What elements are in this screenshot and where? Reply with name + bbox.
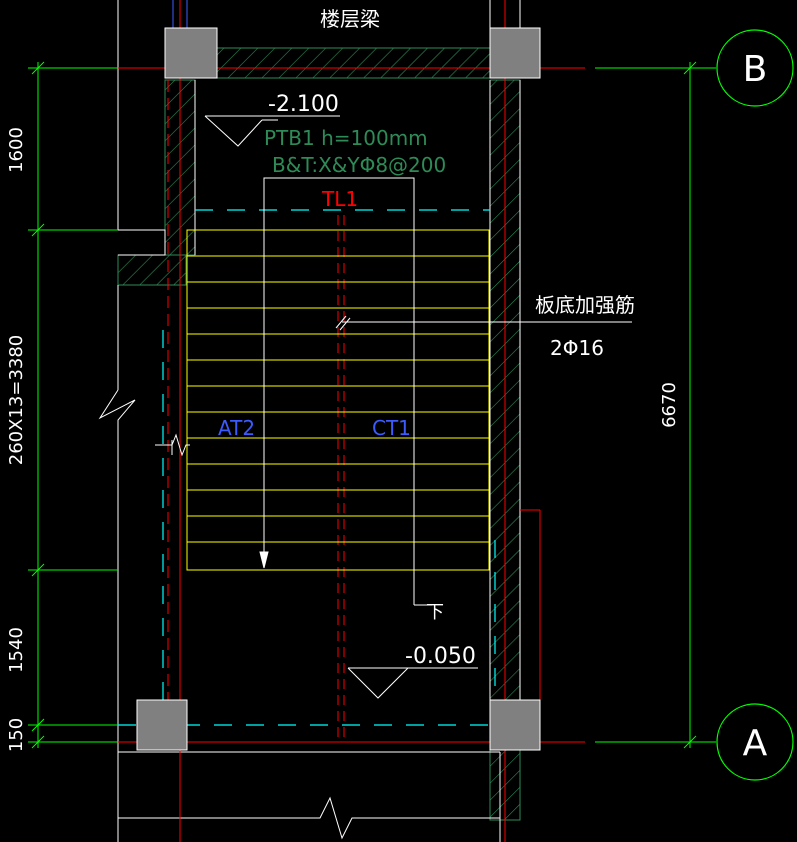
wall-outlines <box>98 0 521 842</box>
axis-bubble-b <box>716 29 794 107</box>
note-leader <box>335 315 632 331</box>
columns <box>136 27 541 751</box>
column-a-left <box>136 699 188 751</box>
slab-spec: PTB1 h=100mm <box>264 126 428 150</box>
level-marker-top <box>204 115 340 147</box>
column-b-right <box>489 27 541 79</box>
level-bottom-label: -0.050 <box>405 644 476 669</box>
dim-6670: 6670 <box>659 382 680 428</box>
top-vertical-lines <box>172 0 188 30</box>
note-label: 板底加强筋 <box>535 293 635 317</box>
dim-1600: 1600 <box>6 127 27 173</box>
level-marker-bottom <box>347 667 478 699</box>
dim-1540: 1540 <box>6 627 27 673</box>
note-value: 2Φ16 <box>550 336 604 360</box>
axis-label-b: B <box>743 49 768 90</box>
down-label: 下 <box>426 602 444 623</box>
beam-label: TL1 <box>321 187 358 211</box>
rebar-spec: B&T:X&YΦ8@200 <box>272 153 446 177</box>
cyan-dashed-lines <box>118 209 496 726</box>
flight-right-label: CT1 <box>372 416 411 440</box>
dimension-lines <box>28 61 716 749</box>
column-b-left <box>164 27 218 79</box>
title-top: 楼层梁 <box>320 7 380 31</box>
axis-label-a: A <box>743 723 768 764</box>
dim-150: 150 <box>6 718 27 752</box>
dim-3380: 260X13=3380 <box>6 335 27 465</box>
flight-left-label: AT2 <box>218 416 255 440</box>
column-a-right <box>489 699 541 751</box>
walking-line <box>259 177 432 606</box>
level-top-label: -2.100 <box>268 92 339 117</box>
stair-treads <box>186 229 490 571</box>
axis-bubble-a <box>716 703 794 781</box>
break-symbol-left <box>155 433 190 457</box>
